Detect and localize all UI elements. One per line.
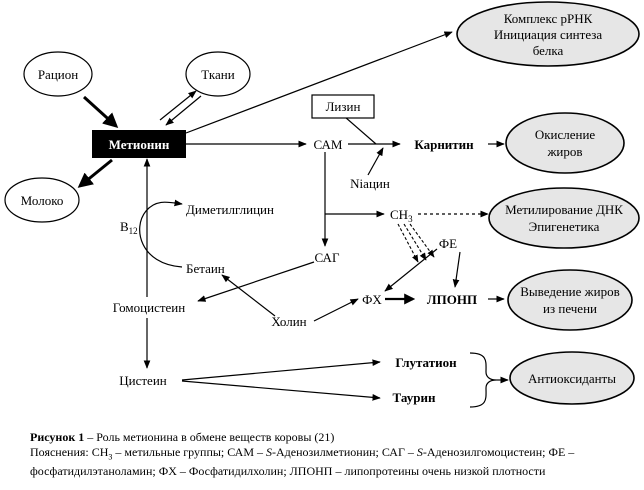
- node-ration: Рацион: [38, 67, 78, 82]
- arrow-methionine-tissues: [159, 90, 197, 121]
- node-taurine: Таурин: [393, 390, 436, 405]
- outcome-dna-methylation-line1: Метилирование ДНК: [505, 202, 623, 217]
- arrow-ch3-lponp-2: [403, 223, 427, 261]
- node-carnitine: Карнитин: [414, 137, 474, 152]
- arrow-niacin-merge: [367, 147, 384, 176]
- node-fx: ФХ: [362, 292, 382, 307]
- arrow-fe-lponp: [452, 251, 461, 288]
- node-sag: САГ: [315, 250, 340, 265]
- outcome-antioxidants-shape: [509, 351, 635, 405]
- arrow-fe-fx: [384, 248, 438, 292]
- arrow-sag-homocysteine: [197, 261, 315, 302]
- node-choline: Холин: [271, 314, 306, 329]
- outcome-fat-oxidation-line2: жиров: [546, 144, 582, 159]
- node-tissues-shape: [185, 51, 251, 97]
- figure-caption: Рисунок 1 – Роль метионина в обмене веще…: [30, 430, 640, 479]
- arrow-cysteine-glutathione: [181, 359, 381, 381]
- arrow-ration-methionine: [82, 95, 119, 129]
- outcome-rrna-shape: [456, 1, 640, 67]
- arrow-ch3-lponp-1: [397, 223, 419, 263]
- outcome-fat-removal-line1: Выведение жиров: [520, 284, 619, 299]
- arrow-methionine-rrna: [185, 31, 453, 134]
- outcome-dna-methylation-shape: [488, 187, 640, 249]
- line-lysine-merge: [344, 116, 377, 145]
- caption-legend: Пояснения: CH3 – метильные группы; САМ –…: [30, 445, 575, 479]
- node-ration-shape: [23, 51, 93, 97]
- node-cysteine: Цистеин: [119, 373, 167, 388]
- node-tissues: Ткани: [201, 67, 234, 82]
- node-fe: ФЕ: [439, 236, 457, 251]
- outcome-fat-removal-line2: из печени: [543, 301, 597, 316]
- arrow-ch3-lponp-3: [409, 223, 435, 258]
- outcome-rrna-line1: Комплекс рРНК: [504, 11, 593, 26]
- node-b12: B12: [120, 219, 138, 236]
- outcome-fat-oxidation-line1: Окисление: [535, 127, 596, 142]
- caption-title-line: Рисунок 1 – Роль метионина в обмене веще…: [30, 430, 640, 445]
- outcome-dna-methylation-line2: Эпигенетика: [529, 219, 600, 234]
- outcome-fat-oxidation-shape: [505, 112, 625, 174]
- node-homocysteine: Гомоцистеин: [113, 300, 185, 315]
- node-sam: САМ: [314, 137, 343, 152]
- caption-title: – Роль метионина в обмене веществ коровы…: [84, 430, 335, 444]
- node-niacin: Niацин: [350, 176, 390, 191]
- arrow-choline-betaine: [221, 274, 276, 317]
- node-milk-shape: [4, 177, 80, 223]
- node-methionine: Метионин: [109, 137, 170, 152]
- node-lysine: Лизин: [326, 99, 361, 114]
- node-glutathione: Глутатион: [395, 355, 457, 370]
- arrow-cysteine-taurine: [181, 380, 381, 401]
- brace-antioxidants: [469, 352, 497, 408]
- node-betaine: Бетаин: [186, 261, 225, 276]
- node-lysine-box: [311, 94, 375, 119]
- outcome-antioxidants: Антиоксиданты: [528, 371, 616, 386]
- caption-label: Рисунок 1: [30, 430, 85, 444]
- arrow-tissues-methionine: [165, 95, 202, 126]
- node-ch3: CH3: [390, 207, 413, 224]
- connectors: [77, 31, 509, 408]
- arrow-betaine-dimethylglycine: [139, 199, 183, 268]
- node-milk: Молоко: [21, 193, 64, 208]
- node-lponp: ЛПОНП: [427, 292, 477, 307]
- arrow-methionine-milk: [77, 158, 113, 188]
- outcome-fat-removal-shape: [507, 269, 633, 331]
- arrow-choline-fx: [313, 298, 359, 322]
- outcome-rrna-line3: белка: [533, 43, 564, 58]
- node-dimethylglycine: Диметилглицин: [186, 202, 274, 217]
- outcome-rrna-line2: Инициация синтеза: [494, 27, 603, 42]
- node-methionine-box: [92, 130, 186, 158]
